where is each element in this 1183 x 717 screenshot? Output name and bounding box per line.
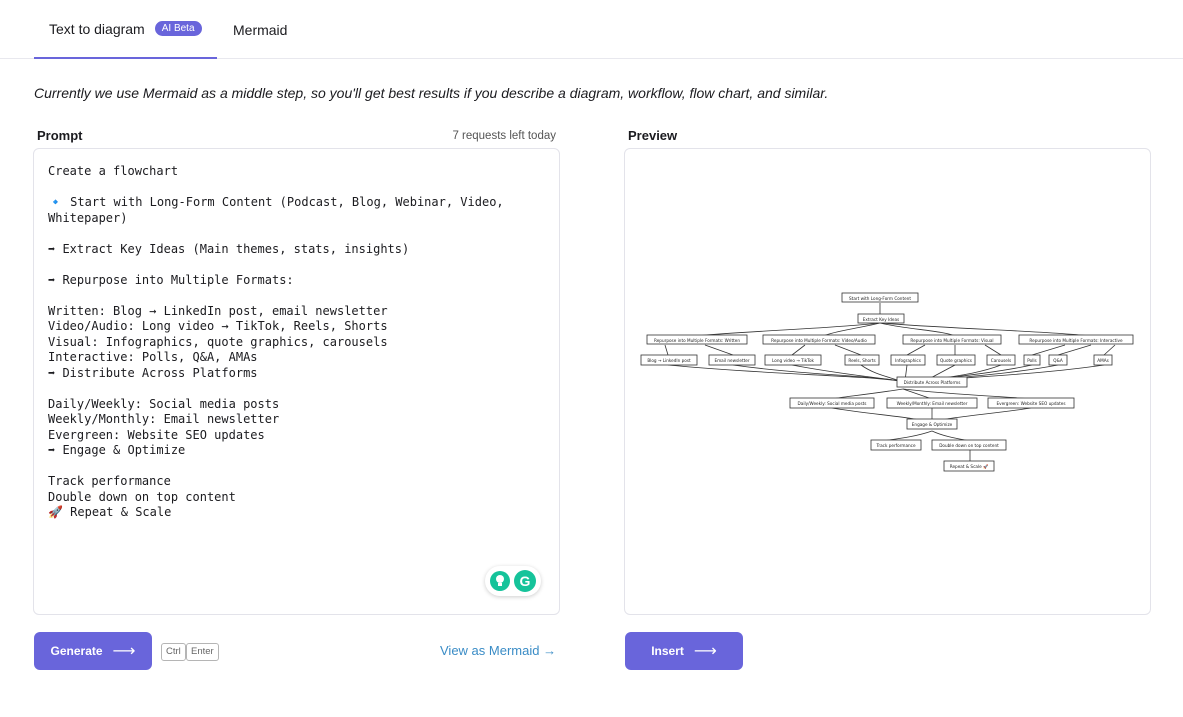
node-blog-label: Blog → LinkedIn post [647, 358, 691, 363]
generate-label: Generate [50, 644, 103, 658]
tab-text-to-diagram[interactable]: Text to diagram AI Beta [34, 0, 217, 59]
flowchart-preview: Start with Long-Form Content Extract Key… [640, 292, 1134, 472]
node-qa-label: Q&A [1053, 358, 1063, 363]
node-rep-video-label: Repurpose into Multiple Formats: Video/A… [771, 338, 867, 343]
prompt-textarea[interactable]: Create a flowchart 🔹 Start with Long-For… [33, 148, 560, 615]
node-rep-visual-label: Repurpose into Multiple Formats: Visual [910, 338, 993, 343]
node-amas [1093, 354, 1113, 366]
node-rep-visual [902, 334, 1002, 345]
ctrl-key-hint: Ctrl [161, 643, 186, 661]
node-repeat-label: Repeat & Scale 🚀 [950, 464, 989, 469]
tab-text-to-diagram-label: Text to diagram [49, 20, 145, 37]
lightbulb-icon[interactable] [490, 571, 510, 591]
node-weekly-label: Weekly/Monthly: Email newsletter [897, 401, 968, 406]
node-long-video [764, 354, 822, 366]
enter-key-hint: Enter [186, 643, 219, 661]
node-extract-label: Extract Key Ideas [863, 317, 899, 322]
node-track-label: Track performance [875, 443, 916, 448]
node-reels [844, 354, 880, 366]
generate-button[interactable]: Generate ⟶ [34, 632, 152, 670]
grammarly-icon[interactable]: G [514, 570, 536, 592]
view-as-mermaid-link[interactable]: View as Mermaid → [440, 643, 557, 658]
requests-left: 7 requests left today [452, 130, 556, 142]
node-weekly [886, 397, 978, 409]
node-infographics [890, 354, 926, 366]
node-rep-interactive-label: Repurpose into Multiple Formats: Interac… [1029, 338, 1123, 343]
node-quote-label: Quote graphics [940, 358, 972, 363]
insert-button[interactable]: Insert ⟶ [625, 632, 743, 670]
node-extract [857, 313, 905, 324]
node-polls-label: Polls [1027, 358, 1036, 363]
node-long-video-label: Long video → TikTok [772, 358, 814, 363]
node-rep-interactive [1018, 334, 1134, 345]
node-start-label: Start with Long-Form Content [849, 296, 911, 301]
insert-label: Insert [651, 644, 684, 658]
preview-label: Preview [628, 128, 678, 143]
node-track [870, 439, 922, 451]
node-email-label: Email newsletter [714, 358, 749, 363]
node-polls [1023, 354, 1041, 366]
node-distribute-label: Distribute Across Platforms [904, 380, 961, 385]
node-repeat [943, 460, 995, 472]
node-blog [640, 354, 698, 366]
node-amas-label: AMAs [1097, 358, 1109, 363]
grammarly-widget[interactable]: G [485, 566, 541, 596]
ai-beta-badge: AI Beta [154, 21, 202, 36]
arrow-right-icon: ⟶ [112, 643, 136, 660]
tab-bar: Text to diagram AI Beta Mermaid [0, 0, 1183, 59]
node-carousels-label: Carousels [991, 358, 1011, 363]
node-double [931, 439, 1007, 451]
node-rep-written [646, 334, 748, 345]
node-daily-label: Daily/Weekly: Social media posts [798, 401, 867, 406]
prompt-text: Create a flowchart 🔹 Start with Long-For… [48, 164, 504, 519]
node-infographics-label: Infographics [895, 358, 921, 363]
node-qa [1048, 354, 1068, 366]
node-evergreen [987, 397, 1075, 409]
node-rep-written-label: Repurpose into Multiple Formats: Written [654, 338, 740, 343]
node-carousels [986, 354, 1016, 366]
node-evergreen-label: Evergreen: Website SEO updates [996, 401, 1065, 406]
node-double-label: Double down on top content [939, 443, 999, 448]
prompt-label: Prompt [37, 128, 83, 143]
node-rep-video [762, 334, 876, 345]
node-engage [906, 418, 958, 430]
preview-canvas: Start with Long-Form Content Extract Key… [624, 148, 1151, 615]
arrow-right-icon: ⟶ [693, 643, 717, 660]
node-quote [936, 354, 976, 366]
tab-mermaid[interactable]: Mermaid [233, 0, 287, 59]
node-daily [789, 397, 875, 409]
node-start [841, 292, 919, 303]
node-email [708, 354, 756, 366]
tab-mermaid-label: Mermaid [233, 21, 288, 38]
node-engage-label: Engage & Optimize [912, 422, 953, 427]
node-reels-label: Reels, Shorts [848, 358, 875, 363]
subtitle: Currently we use Mermaid as a middle ste… [34, 85, 829, 101]
node-distribute [896, 376, 968, 388]
